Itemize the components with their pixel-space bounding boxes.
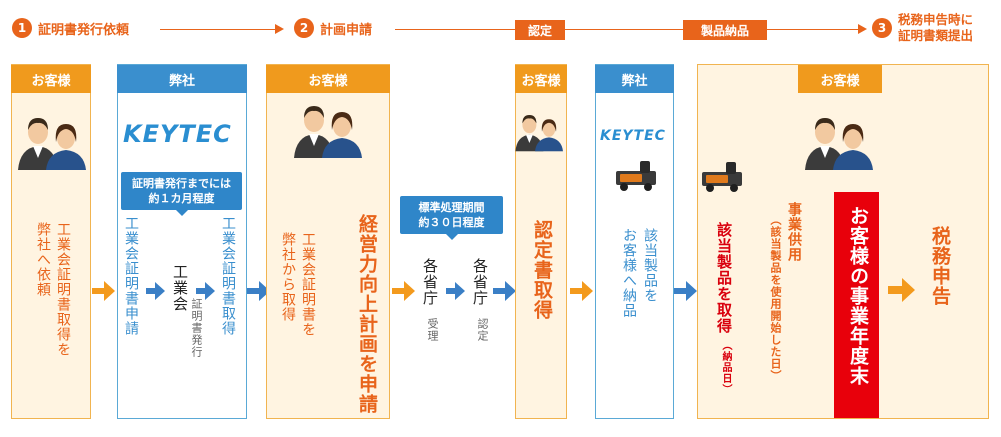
arrow-right-icon xyxy=(247,281,270,301)
col1-text-b: 弊社へ依頼 xyxy=(35,222,51,297)
step-number-1: 1 xyxy=(12,18,32,38)
customers-icon xyxy=(803,108,873,170)
column-customer-2: お客様 xyxy=(266,64,390,419)
step-number-3: 3 xyxy=(872,18,892,38)
timeline-line xyxy=(160,29,275,30)
keytec-logo: KEYTEC xyxy=(123,120,232,148)
timeline-step-2: 2 計画申請 xyxy=(294,18,372,38)
col3-big-text: 経営力向上計画を申請 xyxy=(356,214,378,414)
col3-text-b: 弊社から取得 xyxy=(280,232,296,322)
column-company-2: 弊社 xyxy=(595,64,674,419)
arrow-right-icon xyxy=(570,281,593,301)
timeline-tag-nintei: 認定 xyxy=(515,20,565,40)
timeline-step-1: 1 証明書発行依頼 xyxy=(12,18,129,38)
step3-line1: 税務申告時に xyxy=(898,12,974,27)
arrow-right-icon xyxy=(493,281,516,301)
arrow-right-icon xyxy=(392,281,415,301)
keytec-logo: KEYTEC xyxy=(600,128,666,144)
ministry-a: 各省庁 xyxy=(421,258,439,306)
column-header: お客様 xyxy=(798,65,882,93)
step-number-2: 2 xyxy=(294,18,314,38)
customers-icon xyxy=(292,96,362,158)
arrow-right-icon xyxy=(92,281,115,301)
arrow-right-icon xyxy=(196,282,215,300)
column-header: お客様 xyxy=(11,65,91,93)
column-header: お客様 xyxy=(515,65,567,93)
ministry-b: 各省庁 xyxy=(471,258,489,306)
ministry-a-sub: 受理 xyxy=(426,318,439,342)
col6-acquire-text: 該当製品を取得 xyxy=(715,222,733,334)
timeline-line xyxy=(565,29,683,30)
col6-delivery-date: （納品日） xyxy=(720,340,731,395)
col5-text-b: お客様へ納品 xyxy=(621,228,637,318)
callout-issue-period: 証明書発行までには 約１カ月程度 xyxy=(121,172,242,216)
col6-use-text: 事業供用 xyxy=(786,202,802,262)
column-header: お客様 xyxy=(266,65,390,93)
column-header: 弊社 xyxy=(117,65,247,93)
timeline-step-3: 3 税務申告時に 証明書類提出 xyxy=(872,12,973,44)
fiscal-year-end-highlight xyxy=(834,192,879,418)
column-customer-1: お客様 xyxy=(11,64,91,419)
col3-text-a: 工業会証明書を xyxy=(300,232,316,337)
callout-line: 標準処理期間 xyxy=(418,201,485,214)
col2-issue-text: 証明書発行 xyxy=(190,298,203,358)
col4-big-text: 認定書取得 xyxy=(531,220,553,320)
step-label-3: 税務申告時に 証明書類提出 xyxy=(898,12,973,44)
customers-icon xyxy=(16,108,86,170)
device-icon xyxy=(616,161,656,191)
customers-icon xyxy=(514,108,563,152)
callout-processing-period: 標準処理期間 約３０日程度 xyxy=(400,196,503,240)
col5-text-a: 該当製品を xyxy=(642,228,658,303)
callout-line: 証明書発行までには xyxy=(132,177,231,190)
ministry-b-sub: 認定 xyxy=(476,318,489,342)
arrow-right-icon xyxy=(674,281,697,301)
step-label-1: 証明書発行依頼 xyxy=(38,22,130,38)
callout-line: 約３０日程度 xyxy=(418,216,485,229)
timeline-line xyxy=(767,29,860,30)
col1-text-a: 工業会証明書取得を xyxy=(55,222,71,357)
column-header: 弊社 xyxy=(595,65,674,93)
callout-line: 約１カ月程度 xyxy=(148,192,215,205)
timeline-tag-seihin: 製品納品 xyxy=(683,20,767,40)
timeline-arrow-icon xyxy=(275,24,284,34)
column-company-1: 弊社 xyxy=(117,64,247,419)
col6-use-sub: （該当製品を使用開始した日） xyxy=(769,214,782,382)
arrow-right-icon xyxy=(446,282,465,300)
col2-obtain-text: 工業会証明書取得 xyxy=(220,216,236,336)
device-icon xyxy=(702,162,742,192)
arrow-right-icon xyxy=(146,282,165,300)
step-label-2: 計画申請 xyxy=(320,22,373,38)
arrow-right-icon xyxy=(888,278,915,302)
step3-line2: 証明書類提出 xyxy=(898,28,974,43)
col6-tax-text: 税務申告 xyxy=(929,226,951,306)
timeline-line xyxy=(395,29,515,30)
col2-apply-text: 工業会証明書申請 xyxy=(123,216,139,336)
col2-kogyokai: 工業会 xyxy=(171,264,189,312)
timeline-arrow-icon xyxy=(858,24,867,34)
col6-fiscal-end: お客様の事業年度末 xyxy=(847,206,869,386)
